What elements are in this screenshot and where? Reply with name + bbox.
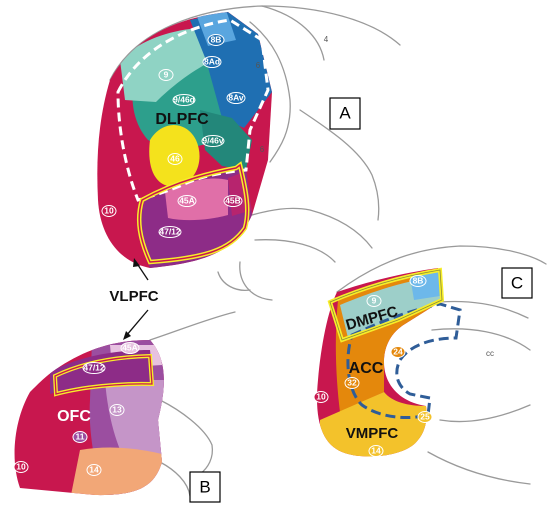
label-45b: 45B: [225, 195, 241, 205]
vmpfc-label: VMPFC: [346, 425, 399, 442]
panel-a-letter: A: [339, 103, 351, 122]
vlpfc-label: VLPFC: [109, 288, 158, 305]
label-10-c: 10: [316, 391, 326, 401]
panel-c-box: [501, 267, 533, 299]
label-14-c: 14: [371, 445, 381, 455]
label-45a-b: 45A: [122, 342, 138, 352]
panel-b-brodmann-labels: 45A 47/12 13 11 10 14: [13, 342, 140, 476]
label-32: 32: [347, 377, 357, 387]
panel-c-brodmann-labels: 8B 9 24 32 10 25 14: [313, 275, 433, 457]
area-45a-region-a: [165, 178, 228, 221]
vlpfc-red-inner-outline-b: [54, 355, 153, 395]
area-9-46v-region: [200, 110, 252, 170]
panel-c-letter: C: [511, 273, 523, 292]
acc-label: ACC: [349, 360, 384, 377]
vlpfc-arrows: [123, 258, 149, 340]
label-24: 24: [393, 346, 403, 356]
area-13-region: [105, 380, 164, 470]
label-25: 25: [420, 411, 430, 421]
label-46: 46: [170, 153, 180, 163]
panel-b-brain-outline: [149, 311, 236, 497]
label-11: 11: [76, 431, 85, 441]
label-45a-a: 45A: [179, 195, 195, 205]
vlpfc-red-inner-outline-a: [138, 163, 249, 263]
label-9-46d: 9/46d: [173, 94, 195, 104]
panel-c-brain-outline: [336, 245, 547, 485]
dlpfc-label: DLPFC: [155, 111, 209, 128]
label-4: 4: [324, 35, 329, 44]
dmpfc-inner-outline: [329, 269, 443, 341]
label-6-upper: 6: [256, 61, 261, 70]
label-9-a: 9: [164, 69, 169, 79]
label-13: 13: [112, 404, 122, 414]
panel-a-brodmann-labels: 8B 8Ad 9 9/46d 8Av 9/46v 46 10 45A 45B 4…: [101, 34, 329, 238]
label-10-a: 10: [104, 205, 114, 215]
ofc-label: OFC: [57, 408, 91, 425]
area-14-region-b: [70, 447, 164, 496]
label-47-12-a: 47/12: [159, 226, 181, 236]
label-8b-a: 8B: [211, 34, 222, 44]
label-8ad: 8Ad: [204, 56, 220, 66]
panel-b-letter: B: [199, 477, 210, 496]
label-10-b: 10: [16, 461, 26, 471]
label-9-46v: 9/46v: [202, 135, 224, 145]
label-6-lower: 6: [260, 145, 265, 154]
label-14-b: 14: [89, 464, 99, 474]
area-8b-region: [196, 12, 236, 46]
panel-a-box: [329, 97, 361, 130]
label-8b-c: 8B: [413, 275, 424, 285]
label-9-c: 9: [372, 295, 377, 305]
label-cc: cc: [486, 349, 494, 358]
label-47-12-b: 47/12: [83, 362, 105, 372]
dlpfc-dashed-outline: [116, 18, 270, 202]
panel-b-box: [189, 471, 221, 503]
panel-a-regions: [97, 12, 272, 268]
area-9-region: [120, 28, 210, 102]
label-8av: 8Av: [228, 92, 244, 102]
